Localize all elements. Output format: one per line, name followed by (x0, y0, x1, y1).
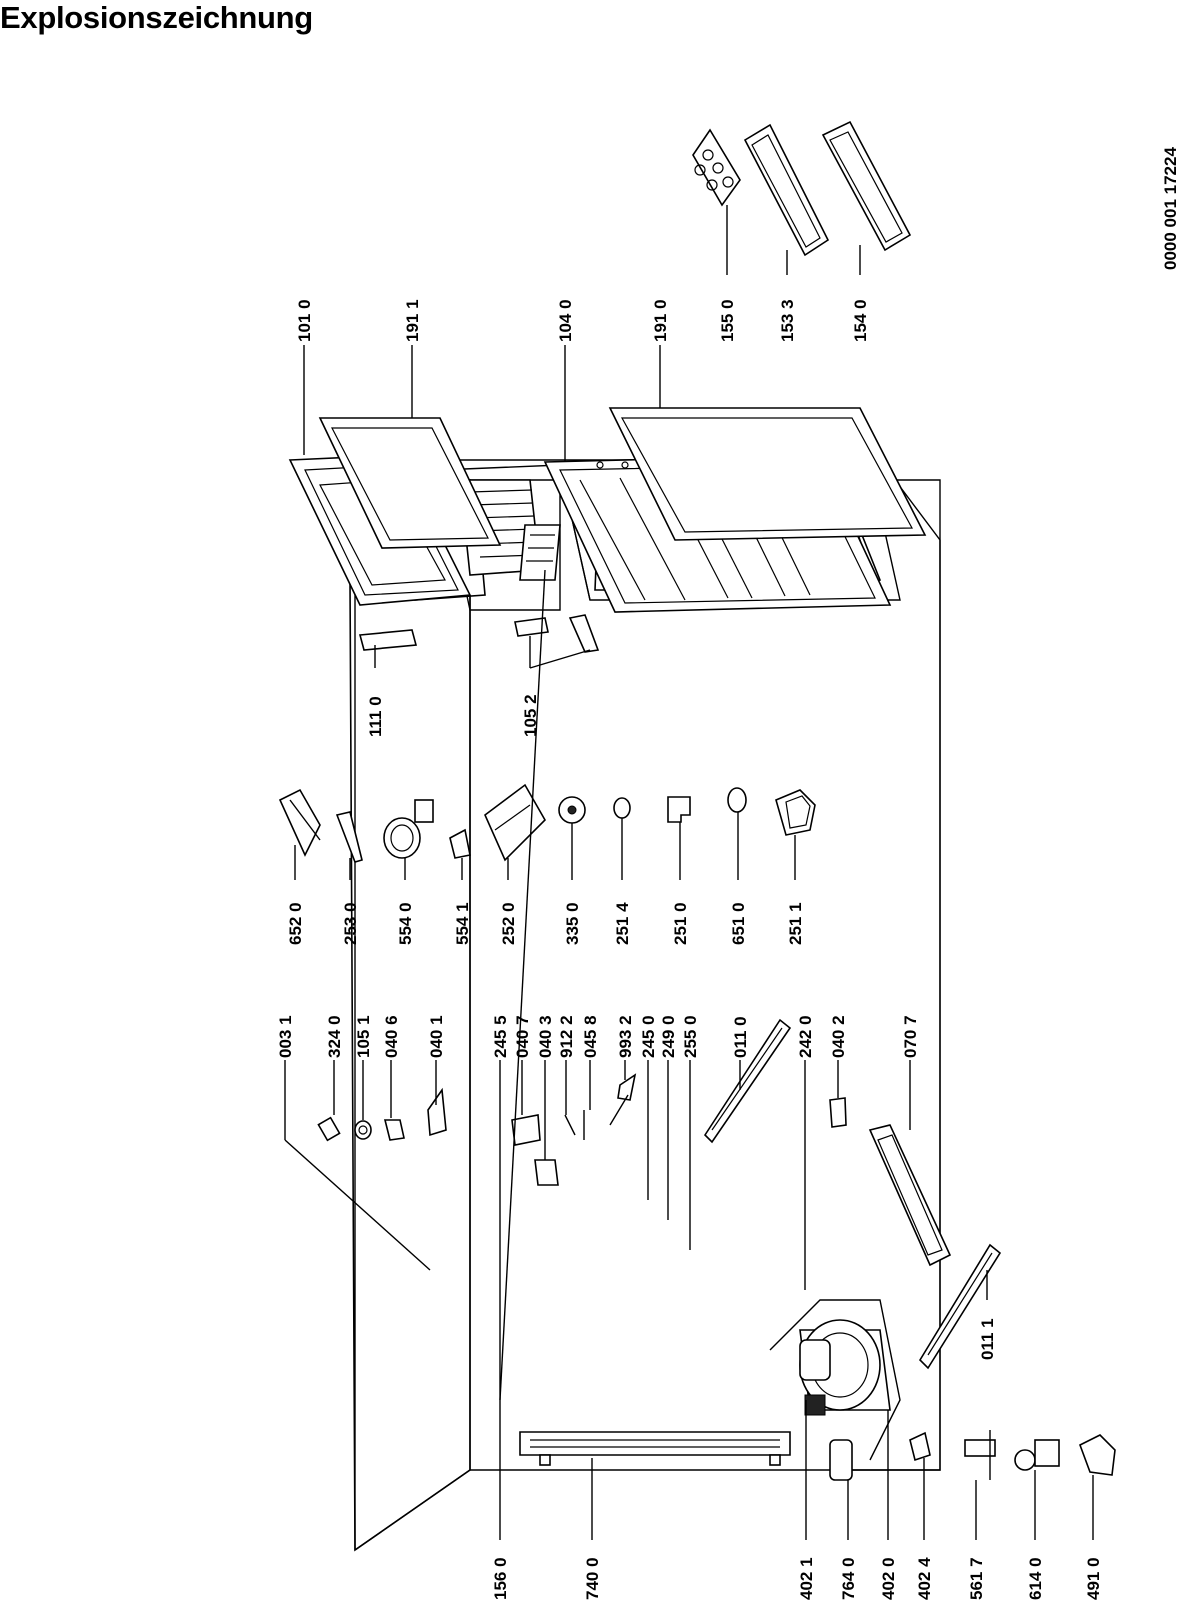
freezer-gasket-191-1 (318, 417, 502, 549)
label-764-0: 764 0 (839, 1557, 858, 1600)
hinge-105-2 (514, 614, 600, 653)
label-003-1: 003 1 (276, 1015, 295, 1058)
label-070-7: 070 7 (901, 1015, 920, 1058)
condenser (519, 1431, 791, 1466)
label-251-4: 251 4 (613, 902, 632, 945)
drawing-number: 0000 001 17224 (1161, 147, 1180, 270)
label-155-0: 155 0 (718, 299, 737, 342)
door-shelf-154-0 (821, 120, 912, 252)
label-252-0: 252 0 (499, 902, 518, 945)
label-040-6: 040 6 (382, 1015, 401, 1058)
label-491-0: 491 0 (1084, 1557, 1103, 1600)
label-614-0: 614 0 (1026, 1557, 1045, 1600)
middle-parts (278, 783, 816, 863)
label-105-2: 105 2 (521, 694, 540, 737)
label-561-7: 561 7 (967, 1557, 986, 1600)
label-011-0: 011 0 (731, 1016, 750, 1058)
label-040-1: 040 1 (427, 1015, 446, 1058)
small-parts (317, 1073, 847, 1186)
label-402-4: 402 4 (915, 1557, 934, 1600)
label-249-0: 249 0 (659, 1015, 678, 1058)
label-105-1: 105 1 (354, 1015, 373, 1058)
label-993-2: 993 2 (616, 1015, 635, 1058)
label-104-0: 104 0 (556, 299, 575, 342)
label-011-1: 011 1 (978, 1318, 997, 1360)
label-242-0: 242 0 (796, 1015, 815, 1058)
label-245-0: 245 0 (639, 1015, 658, 1058)
label-040-3: 040 3 (536, 1015, 555, 1058)
label-040-7: 040 7 (513, 1015, 532, 1058)
door-shelf-153-3 (743, 123, 830, 257)
label-402-0: 402 0 (879, 1557, 898, 1600)
label-335-0: 335 0 (563, 902, 582, 945)
label-251-0: 251 0 (671, 902, 690, 945)
label-651-0: 651 0 (729, 902, 748, 945)
label-191-1: 191 1 (403, 299, 422, 342)
label-153-3: 153 3 (778, 299, 797, 342)
label-912-2: 912 2 (557, 1015, 576, 1058)
part-labels: 101 0 191 1 104 0 191 0 155 0 153 3 154 … (276, 299, 1103, 1600)
door-rail-011-1 (918, 1243, 1002, 1370)
label-652-0: 652 0 (286, 902, 305, 945)
label-154-0: 154 0 (851, 299, 870, 342)
label-040-2: 040 2 (829, 1015, 848, 1058)
page-title: Explosionszeichnung (0, 0, 313, 35)
label-251-1: 251 1 (786, 902, 805, 945)
label-253-0: 253 0 (341, 902, 360, 945)
label-191-0: 191 0 (651, 299, 670, 342)
label-324-0: 324 0 (325, 1015, 344, 1058)
fridge-gasket-191-0 (608, 407, 927, 541)
label-255-0: 255 0 (681, 1015, 700, 1058)
label-156-0: 156 0 (491, 1557, 510, 1600)
compressor (799, 1319, 881, 1416)
label-740-0: 740 0 (583, 1557, 602, 1600)
label-554-0: 554 0 (396, 902, 415, 945)
label-554-1: 554 1 (453, 902, 472, 945)
door-rail-011-0 (703, 1018, 792, 1144)
label-045-8: 045 8 (581, 1015, 600, 1058)
hinge-111-0 (358, 629, 418, 651)
label-111-0: 111 0 (366, 696, 385, 737)
leader-lines (284, 205, 1094, 1540)
label-402-1: 402 1 (797, 1557, 816, 1600)
bottom-parts (829, 1430, 1116, 1481)
label-245-5: 245 5 (491, 1015, 510, 1058)
label-101-0: 101 0 (295, 299, 314, 342)
bottle-shelf-070-7 (868, 1124, 952, 1267)
egg-tray-155-0 (692, 128, 741, 207)
evaporator (519, 524, 561, 581)
